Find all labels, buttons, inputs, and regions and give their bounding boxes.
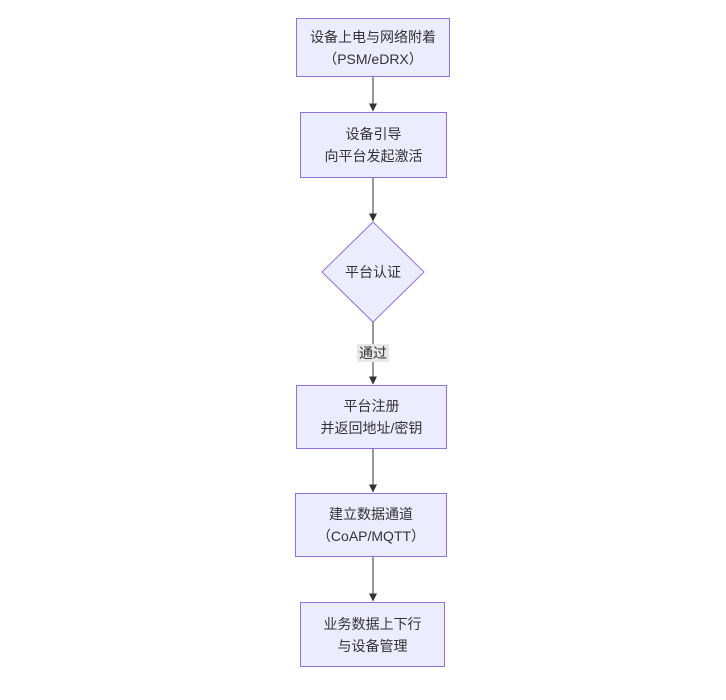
node-register: 平台注册 并返回地址/密钥 (296, 385, 447, 449)
node-business-line2: 与设备管理 (337, 637, 408, 654)
node-bootstrap-line2: 向平台发起激活 (324, 148, 423, 164)
node-data-channel-line2: （CoAP/MQTT） (316, 528, 426, 544)
node-bootstrap-line1: 设备引导 (345, 126, 402, 142)
node-power-attach-line2: （PSM/eDRX） (323, 50, 423, 67)
node-platform-auth-label: 平台认证 (345, 264, 401, 280)
node-power-attach: 设备上电与网络附着 （PSM/eDRX） (296, 18, 450, 77)
node-data-channel-line1: 建立数据通道 (329, 506, 413, 522)
node-business: 业务数据上下行 与设备管理 (300, 602, 445, 667)
node-data-channel: 建立数据通道 （CoAP/MQTT） (295, 493, 447, 557)
node-bootstrap: 设备引导 向平台发起激活 (300, 112, 447, 178)
node-business-line1: 业务数据上下行 (323, 615, 422, 632)
node-register-line1: 平台注册 (343, 398, 400, 414)
edge-label-pass: 通过 (357, 344, 389, 362)
node-register-line2: 并返回地址/密钥 (320, 420, 423, 436)
node-power-attach-line1: 设备上电与网络附着 (310, 28, 436, 45)
